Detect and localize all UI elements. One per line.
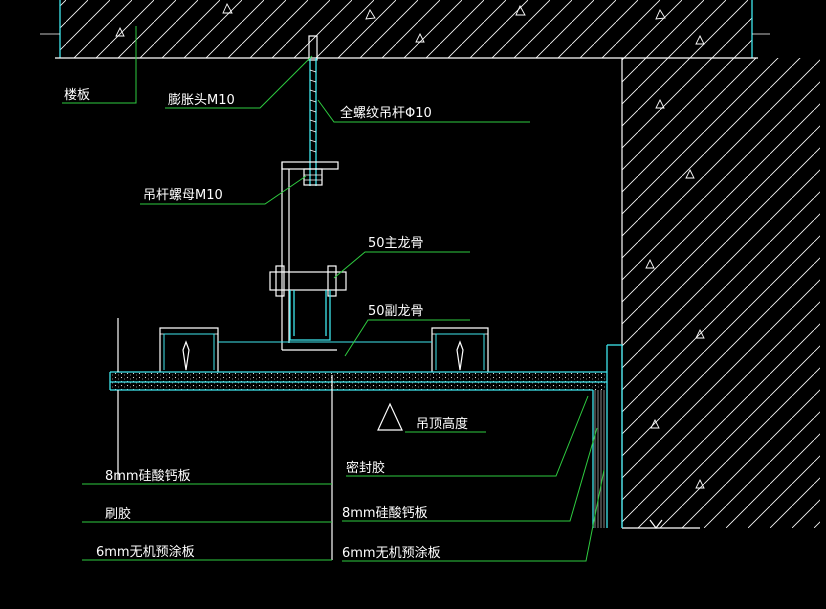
label-floor-slab: 楼板 (64, 88, 90, 103)
label-right-board-2: 6mm无机预涂板 (342, 545, 441, 561)
label-main-keel: 50主龙骨 (368, 236, 424, 251)
right-wall (621, 58, 820, 529)
ceiling-boards (109, 318, 607, 560)
hanger-bracket (281, 162, 337, 351)
label-left-board-2: 6mm无机预涂板 (96, 544, 195, 560)
label-expansion-bolt: 膨胀头M10 (168, 93, 235, 108)
sub-keel-left (159, 327, 219, 372)
label-left-glue: 刷胶 (105, 506, 131, 522)
label-sealant: 密封胶 (346, 460, 385, 476)
label-ceiling-height: 吊顶高度 (416, 416, 468, 432)
label-right-board-1: 8mm硅酸钙板 (342, 506, 428, 521)
label-rod-nut: 吊杆螺母M10 (143, 188, 223, 203)
label-left-board-1: 8mm硅酸钙板 (105, 469, 191, 484)
label-threaded-rod: 全螺纹吊杆Φ10 (340, 105, 432, 121)
floor-slab (40, 0, 770, 59)
leader-lines (62, 26, 605, 562)
ceiling-height-mark (377, 402, 403, 431)
label-sub-keel: 50副龙骨 (368, 304, 424, 319)
main-keel (269, 265, 347, 341)
threaded-rod (308, 35, 318, 186)
sub-keel-right (431, 327, 489, 372)
